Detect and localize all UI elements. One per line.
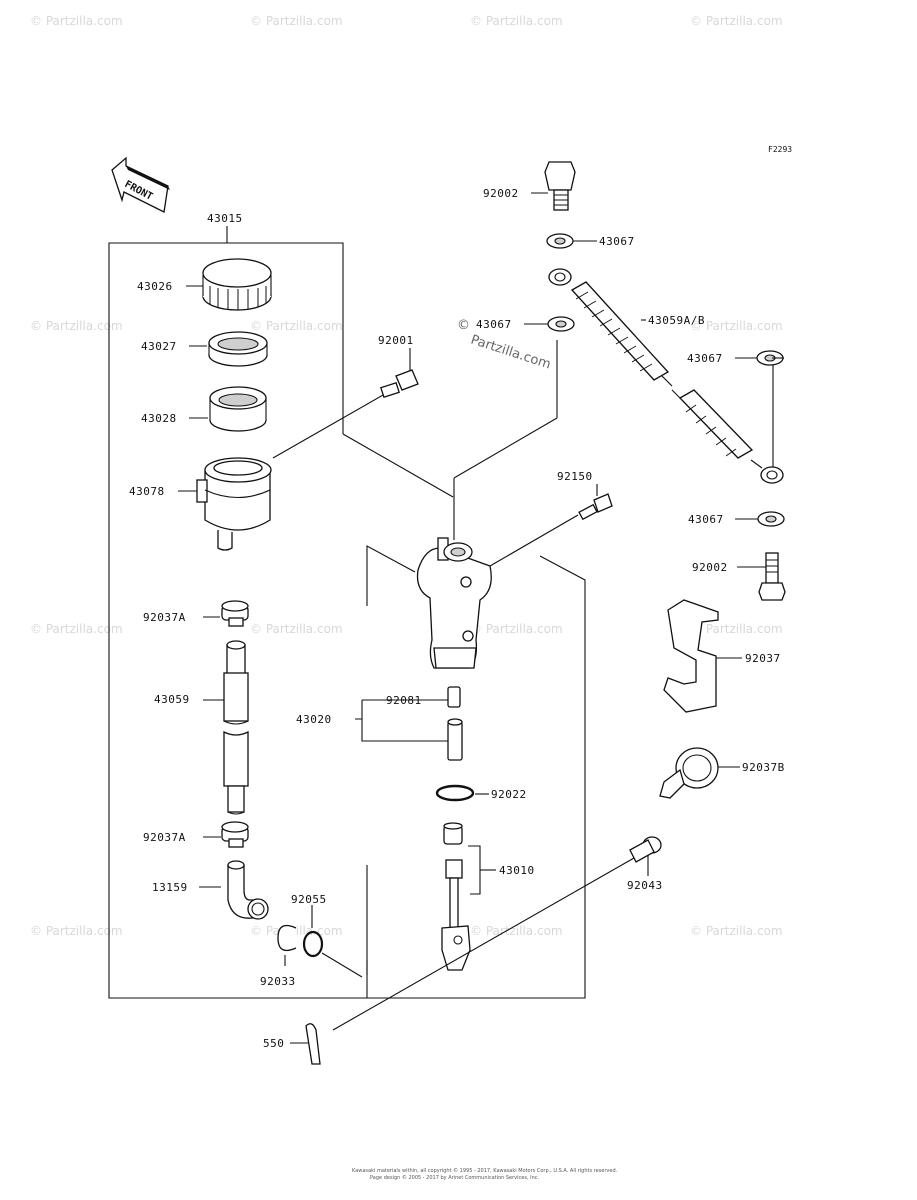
label-43010: 43010 bbox=[499, 864, 535, 877]
label-13159: 13159 bbox=[152, 881, 188, 894]
clamp-92037 bbox=[663, 599, 742, 713]
label-92043: 92043 bbox=[627, 879, 663, 892]
reservoir-cap-43026 bbox=[202, 258, 272, 311]
label-92037a-bottom: 92037A bbox=[143, 831, 186, 844]
center-watermark: Partzilla.com bbox=[469, 333, 553, 373]
watermarks: © Partzilla.com © Partzilla.com © Partzi… bbox=[30, 14, 783, 938]
bolt-92001 bbox=[380, 348, 419, 399]
piston-assembly-43020 bbox=[355, 686, 463, 761]
label-92001: 92001 bbox=[378, 334, 414, 347]
copyright-line-2: Page design © 2005 - 2017 by Arinet Comm… bbox=[370, 1174, 540, 1181]
label-550: 550 bbox=[263, 1037, 284, 1050]
circlip-92022 bbox=[435, 784, 489, 802]
leaders-left bbox=[178, 285, 384, 978]
watermark: © Partzilla.com bbox=[250, 14, 343, 28]
label-43020: 43020 bbox=[296, 713, 332, 726]
label-92022: 92022 bbox=[491, 788, 527, 801]
o-ring-92055 bbox=[302, 930, 324, 958]
watermark: © Partzilla.com bbox=[30, 14, 123, 28]
label-43067-2: 43067 bbox=[476, 318, 512, 331]
banjo-bolt-92002-bottom bbox=[737, 552, 786, 601]
watermark: © Partzilla.com bbox=[30, 622, 123, 636]
watermark: © Partzilla.com bbox=[690, 14, 783, 28]
watermark: © Partzilla.com bbox=[690, 622, 783, 636]
watermark: © Partzilla.com bbox=[30, 319, 123, 333]
bolt-92150 bbox=[578, 484, 613, 521]
elbow-13159 bbox=[227, 860, 269, 920]
master-cylinder-body bbox=[416, 340, 579, 669]
label-43027: 43027 bbox=[141, 340, 177, 353]
label-43067-4: 43067 bbox=[688, 513, 724, 526]
label-43067-3: 43067 bbox=[687, 352, 723, 365]
label-92037b: 92037B bbox=[742, 761, 785, 774]
watermark: © Partzilla.com bbox=[470, 622, 563, 636]
label-43059ab: 43059A/B bbox=[648, 314, 705, 327]
label-43028: 43028 bbox=[141, 412, 177, 425]
label-92037a-top: 92037A bbox=[143, 611, 186, 624]
washer-43067-1 bbox=[546, 233, 597, 249]
clamp-92037b bbox=[659, 747, 740, 799]
watermark: © Partzilla.com bbox=[470, 14, 563, 28]
clamp-92037a-top bbox=[221, 600, 249, 627]
part-labels: 43015 43026 43027 43028 43078 92037A 430… bbox=[129, 187, 785, 1050]
watermark: © Partzilla.com bbox=[690, 319, 783, 333]
brake-hose-43059ab bbox=[548, 268, 784, 484]
label-43059: 43059 bbox=[154, 693, 190, 706]
watermark: © Partzilla.com bbox=[250, 622, 343, 636]
label-92081: 92081 bbox=[386, 694, 422, 707]
label-43026: 43026 bbox=[137, 280, 173, 293]
washer-43067-4 bbox=[735, 511, 785, 527]
front-arrow-icon: FRONT bbox=[111, 156, 170, 213]
watermark: © Partzilla.com bbox=[250, 924, 343, 938]
label-43078: 43078 bbox=[129, 485, 165, 498]
label-92033: 92033 bbox=[260, 975, 296, 988]
plate-43027 bbox=[208, 331, 268, 367]
reservoir-43078 bbox=[196, 457, 272, 551]
label-92150: 92150 bbox=[557, 470, 593, 483]
center-watermark-symbol: © bbox=[457, 318, 470, 333]
watermark: © Partzilla.com bbox=[30, 924, 123, 938]
figure-code: F2293 bbox=[768, 145, 792, 154]
washer-43067-2 bbox=[524, 316, 575, 332]
cotter-pin-550 bbox=[290, 1023, 321, 1065]
pin-92043 bbox=[629, 836, 662, 876]
diaphragm-43028 bbox=[209, 386, 267, 432]
circlip-92033 bbox=[277, 924, 297, 952]
watermark: © Partzilla.com bbox=[470, 924, 563, 938]
label-43015: 43015 bbox=[207, 212, 243, 225]
label-92055: 92055 bbox=[291, 893, 327, 906]
hose-43059 bbox=[223, 640, 249, 815]
label-43067-1: 43067 bbox=[599, 235, 635, 248]
push-rod-43010 bbox=[332, 822, 635, 1031]
watermark: © Partzilla.com bbox=[690, 924, 783, 938]
copyright-line-1: Kawasaki materials within, all copyright… bbox=[352, 1167, 618, 1174]
watermark: © Partzilla.com bbox=[250, 319, 343, 333]
label-92002-bottom: 92002 bbox=[692, 561, 728, 574]
banjo-bolt-92002-top bbox=[531, 161, 576, 211]
clamp-92037a-bottom bbox=[221, 821, 249, 848]
label-92037: 92037 bbox=[745, 652, 781, 665]
assembly-43015-frame bbox=[108, 226, 586, 999]
label-92002-top: 92002 bbox=[483, 187, 519, 200]
